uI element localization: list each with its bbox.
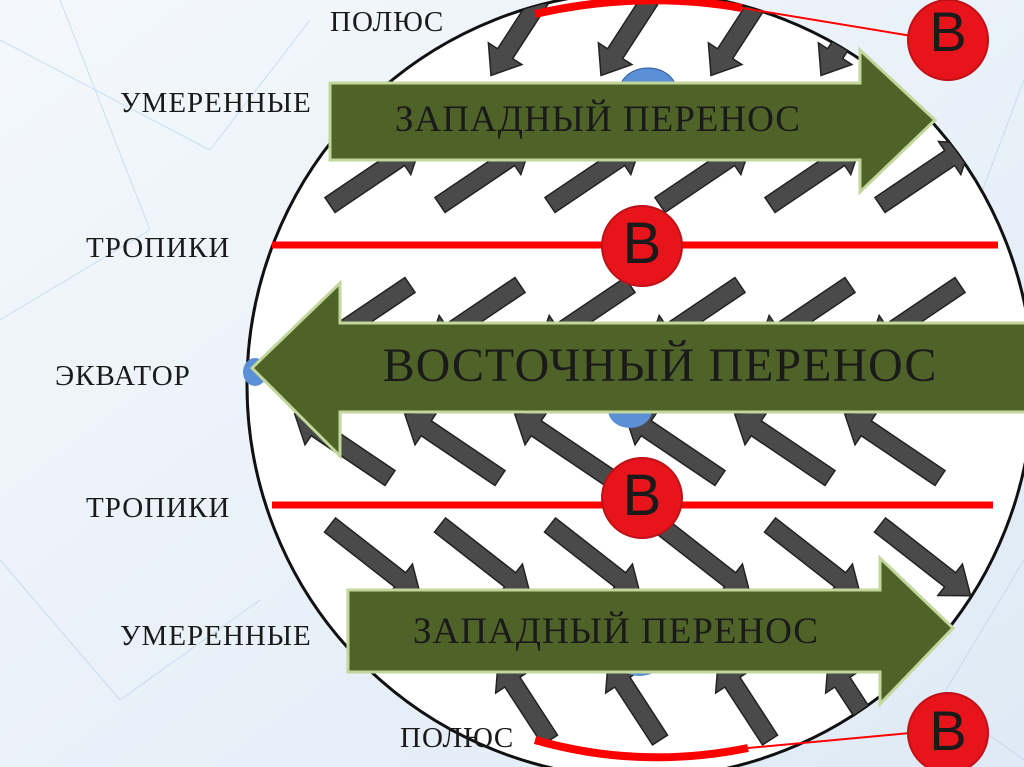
- label-temperate-bottom: УМЕРЕННЫЕ: [120, 620, 312, 652]
- easterly-band-text: ВОСТОЧНЫЙ ПЕРЕНОС: [382, 339, 938, 392]
- label-pole-top: ПОЛЮС: [330, 6, 445, 38]
- label-tropics-bottom: ТРОПИКИ: [86, 492, 231, 524]
- westerly-band-top-text: ЗАПАДНЫЙ ПЕРЕНОС: [395, 99, 801, 140]
- pole-arc-bottom: [533, 736, 749, 762]
- label-equator: ЭКВАТОР: [55, 360, 191, 392]
- pole-pointer-top: [741, 7, 913, 37]
- high-pressure-letter-pole-top: В: [929, 0, 967, 63]
- label-temperate-top: УМЕРЕННЫЕ: [120, 87, 312, 119]
- high-pressure-letter-pole-bottom: В: [929, 699, 967, 762]
- label-pole-bottom: ПОЛЮС: [400, 722, 515, 754]
- pole-arc-top: [534, 0, 743, 18]
- pole-pointer-bottom: [747, 732, 911, 749]
- label-tropics-top: ТРОПИКИ: [86, 232, 231, 264]
- high-pressure-circle-pole-bottom: [907, 692, 989, 767]
- westerly-band-bottom-text: ЗАПАДНЫЙ ПЕРЕНОС: [413, 611, 819, 652]
- high-pressure-letter-tropics-bottom: В: [622, 463, 662, 528]
- westerly-band-top-arrow: [328, 46, 938, 196]
- high-pressure-letter-tropics-top: В: [622, 211, 662, 276]
- wind-arrow-temperate-bottom-5: [873, 516, 972, 597]
- high-pressure-circle-tropics-bottom: [601, 457, 683, 539]
- high-pressure-circle-tropics-top: [601, 205, 683, 287]
- high-pressure-circle-pole-top: [907, 0, 989, 81]
- westerly-band-bottom-arrow: [346, 554, 956, 708]
- easterly-band-arrow: [249, 279, 1024, 460]
